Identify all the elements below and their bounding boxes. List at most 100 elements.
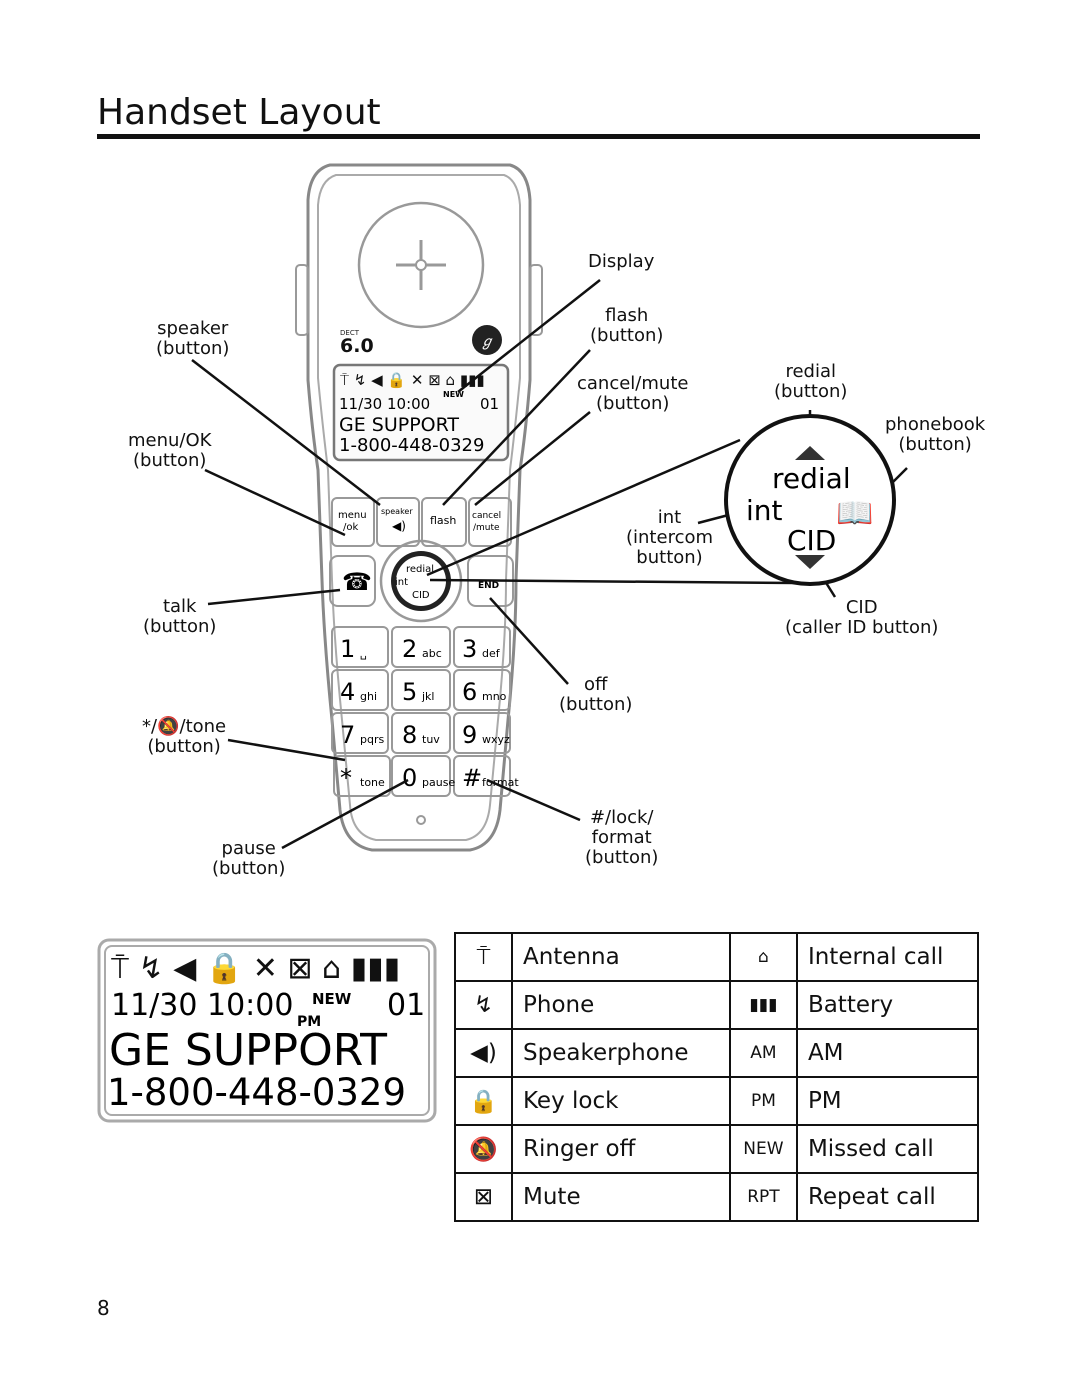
label-cid: CID(caller ID button) [785, 597, 939, 638]
legend-row: ⍑Antenna⌂Internal call [454, 932, 980, 982]
legend-label: Ringer off [511, 1124, 731, 1174]
key-letters: tuv [422, 733, 440, 746]
legend-indicator-text: RPT [728, 1172, 798, 1222]
zoom-redial-label: redial [772, 462, 851, 495]
display-time: 11/30 10:00 [339, 395, 430, 413]
display-number: 1-800-448-0329 [339, 435, 484, 456]
legend-row: ↯Phone▮▮▮Battery [454, 980, 980, 1030]
svg-text:1-800-448-0329: 1-800-448-0329 [107, 1071, 406, 1114]
svg-text:01: 01 [387, 988, 425, 1023]
svg-text:NEW: NEW [312, 990, 352, 1008]
label-menu-ok: menu/OK(button) [128, 430, 212, 471]
title-rule [97, 134, 980, 139]
key-8: 8 [402, 721, 417, 749]
legend-label: Phone [511, 980, 731, 1030]
key-letters: mno [482, 690, 507, 703]
label-talk: talk(button) [143, 596, 217, 637]
label-pause: pause(button) [212, 838, 286, 879]
label-phonebook: phonebook(button) [885, 414, 986, 455]
legend-label: Repeat call [795, 1172, 980, 1222]
earpiece [357, 201, 485, 329]
svg-text:◀): ◀) [392, 519, 406, 533]
svg-text:CID: CID [412, 590, 430, 601]
dect-text: DECT [340, 329, 360, 337]
key-0: 0 [402, 764, 417, 792]
large-display: ⍑ ↯ ◀ 🔒 ✕ ⊠ ⌂ ▮▮▮ 11/30 10:00 PM NEW 01 … [97, 938, 437, 1123]
legend-indicator-text: AM [728, 1028, 798, 1078]
icon-legend-table: ⍑Antenna⌂Internal call↯Phone▮▮▮Battery◀)… [454, 932, 980, 1222]
label-star-tone: */🔕/tone (button) [142, 716, 227, 757]
mute-icon: ⊠ [454, 1172, 513, 1222]
key-7: 7 [340, 721, 355, 749]
svg-text:01: 01 [480, 395, 499, 413]
key-letters: ␣ [360, 647, 367, 660]
ringer-off-icon: 🔕 [454, 1124, 513, 1174]
legend-label: Internal call [795, 932, 980, 982]
phonebook-icon: 📖 [836, 496, 873, 531]
speakerphone-icon: ◀) [454, 1028, 513, 1078]
legend-label: Battery [795, 980, 980, 1030]
legend-label: PM [795, 1076, 980, 1126]
key-*: * [340, 764, 352, 792]
svg-text:GE SUPPORT: GE SUPPORT [109, 1025, 387, 1076]
ge-logo [472, 325, 502, 355]
key-3: 3 [462, 635, 477, 663]
legend-indicator-text: NEW [728, 1124, 798, 1174]
zoom-cid-label: CID [787, 524, 836, 557]
antenna-icon: ⍑ [454, 932, 513, 982]
key-letters: pqrs [360, 733, 384, 746]
legend-label: Speakerphone [511, 1028, 731, 1078]
key-#: # [462, 764, 482, 792]
label-display: Display [588, 251, 655, 272]
legend-label: Key lock [511, 1076, 731, 1126]
key-letters: def [482, 647, 501, 660]
legend-label: Antenna [511, 932, 731, 982]
svg-text:PM: PM [297, 1014, 321, 1030]
key-1: 1 [340, 635, 355, 663]
svg-text:speaker: speaker [381, 507, 413, 516]
svg-text:int: int [395, 577, 408, 588]
label-cancel-mute: cancel/mute(button) [577, 373, 689, 414]
key-5: 5 [402, 678, 417, 706]
label-redial: redial(button) [774, 361, 848, 402]
key-letters: abc [422, 647, 442, 660]
zoom-int-label: int [746, 494, 783, 527]
key-letters: tone [360, 776, 385, 789]
svg-text:redial: redial [406, 564, 434, 575]
label-speaker: speaker(button) [156, 318, 230, 359]
handset-diagram: DECT 6.0 ℊ ⍑ ↯ ◀ 🔒 ✕ ⊠ ⌂ ▮▮▮ 11/30 10:00… [191, 163, 908, 852]
nav-zoom-circle [724, 414, 896, 586]
key-2: 2 [402, 635, 417, 663]
page-title: Handset Layout [97, 92, 381, 133]
svg-text:11/30 10:00: 11/30 10:00 [111, 988, 293, 1023]
svg-text:ℊ: ℊ [480, 334, 494, 350]
key-letters: ghi [360, 690, 377, 703]
key-letters: pause [422, 776, 455, 789]
page-number: 8 [97, 1296, 110, 1320]
talk-key-icon: ☎ [342, 568, 372, 596]
svg-text:menu: menu [338, 510, 367, 521]
label-hash-lock: #/lock/format(button) [585, 807, 659, 868]
svg-text:NEW: NEW [443, 390, 464, 399]
status-icons-row: ⍑ ↯ ◀ 🔒 ✕ ⊠ ⌂ ▮▮▮ [111, 951, 400, 986]
legend-indicator-text: PM [728, 1076, 798, 1126]
svg-text:END: END [478, 581, 499, 591]
key-9: 9 [462, 721, 477, 749]
key-4: 4 [340, 678, 355, 706]
legend-label: AM [795, 1028, 980, 1078]
key-lock-icon: 🔒 [454, 1076, 513, 1126]
label-flash: flash(button) [590, 305, 664, 346]
legend-label: Mute [511, 1172, 731, 1222]
internal-call-icon: ⌂ [728, 932, 798, 982]
label-off: off(button) [559, 674, 633, 715]
dect-logo: 6.0 [340, 335, 374, 357]
svg-text:/ok: /ok [343, 522, 358, 533]
svg-text:⍑ ↯ ◀ 🔒 ✕ ⊠ ⌂ ▮▮▮: ⍑ ↯ ◀ 🔒 ✕ ⊠ ⌂ ▮▮▮ [340, 371, 485, 389]
svg-text:cancel: cancel [472, 511, 501, 521]
